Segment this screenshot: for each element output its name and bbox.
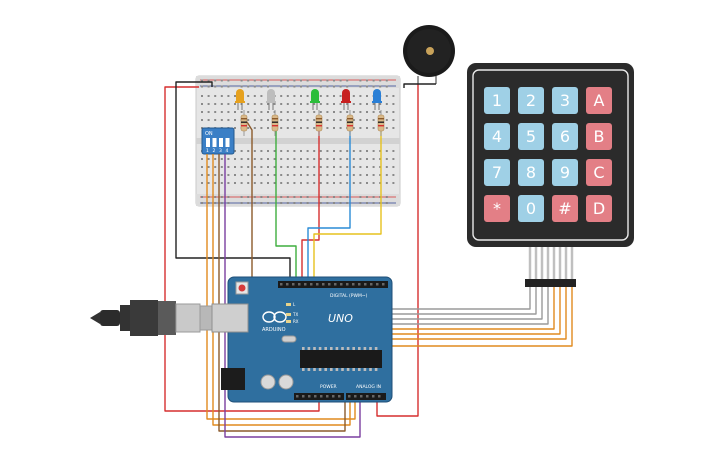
arduino-model-text: UNO bbox=[328, 312, 353, 325]
keypad-key-#[interactable]: # bbox=[552, 195, 578, 222]
power-jack bbox=[221, 368, 245, 390]
led-row bbox=[235, 89, 385, 136]
keypad-key-label: A bbox=[594, 91, 605, 110]
keypad-key-label: 6 bbox=[560, 127, 570, 146]
keypad-key-1[interactable]: 1 bbox=[484, 87, 510, 114]
led-red-icon[interactable] bbox=[341, 89, 351, 110]
arduino-logo: ARDUINO bbox=[262, 311, 287, 333]
breadboard[interactable] bbox=[195, 75, 401, 207]
atmega-chip bbox=[300, 350, 382, 368]
keypad-key-label: * bbox=[493, 199, 501, 218]
arduino-uno[interactable]: DIGITAL (PWM~) ARDUINO UNO TX RX L POWER… bbox=[211, 276, 393, 403]
keypad-key-0[interactable]: 0 bbox=[518, 195, 544, 222]
dip-lever[interactable] bbox=[206, 138, 210, 147]
keypad-key-*[interactable]: * bbox=[484, 195, 510, 222]
keypad-key-8[interactable]: 8 bbox=[518, 159, 544, 186]
keypad-key-label: 9 bbox=[560, 163, 570, 182]
dip-lever[interactable] bbox=[212, 138, 217, 147]
keypad-key-A[interactable]: A bbox=[586, 87, 612, 114]
dip-lever[interactable] bbox=[219, 138, 223, 147]
resistor-icon bbox=[377, 110, 385, 136]
keypad-key-label: 4 bbox=[492, 127, 502, 146]
keypad-key-2[interactable]: 2 bbox=[518, 87, 544, 114]
analog-label: ANALOG IN bbox=[356, 384, 381, 390]
keypad-key-6[interactable]: 6 bbox=[552, 123, 578, 150]
buzzer-hole-icon bbox=[426, 47, 434, 55]
resistor-icon bbox=[315, 110, 323, 136]
dip-number: 1 bbox=[206, 148, 209, 154]
rx-label: RX bbox=[293, 319, 299, 324]
keypad-key-label: 5 bbox=[526, 127, 536, 146]
dip-lever[interactable] bbox=[225, 138, 230, 147]
keypad-key-label: 3 bbox=[560, 91, 570, 110]
led-blue-icon[interactable] bbox=[372, 89, 382, 110]
keypad-key-C[interactable]: C bbox=[586, 159, 612, 186]
keypad[interactable]: 1 2 3 A 4 5 6 B 7 8 9 C * 0 # D bbox=[467, 63, 634, 287]
dip-switch-on-label: ON bbox=[205, 131, 213, 137]
keypad-key-label: B bbox=[594, 127, 605, 146]
keypad-key-9[interactable]: 9 bbox=[552, 159, 578, 186]
dip-number: 2 bbox=[213, 148, 216, 154]
digital-label: DIGITAL (PWM~) bbox=[330, 293, 368, 299]
keypad-key-label: D bbox=[593, 199, 605, 218]
keypad-key-label: # bbox=[558, 199, 571, 218]
l-label: L bbox=[293, 302, 296, 307]
digital-header bbox=[278, 281, 388, 288]
keypad-key-4[interactable]: 4 bbox=[484, 123, 510, 150]
resistor-icon bbox=[271, 110, 279, 136]
buzzer[interactable] bbox=[403, 25, 455, 84]
tx-label: TX bbox=[292, 312, 298, 317]
keypad-key-label: C bbox=[593, 163, 604, 182]
dip-number: 3 bbox=[219, 148, 222, 154]
keypad-key-label: 2 bbox=[526, 91, 536, 110]
keypad-key-D[interactable]: D bbox=[586, 195, 612, 222]
led-white-icon[interactable] bbox=[266, 89, 276, 110]
keypad-key-3[interactable]: 3 bbox=[552, 87, 578, 114]
keypad-key-label: 7 bbox=[492, 163, 502, 182]
led-yellow-icon[interactable] bbox=[235, 89, 245, 110]
keypad-key-B[interactable]: B bbox=[586, 123, 612, 150]
usb-port bbox=[211, 303, 249, 333]
keypad-key-5[interactable]: 5 bbox=[518, 123, 544, 150]
led-green-icon[interactable] bbox=[310, 89, 320, 110]
keypad-key-label: 8 bbox=[526, 163, 536, 182]
usb-cable bbox=[90, 300, 231, 336]
keypad-key-label: 1 bbox=[492, 91, 502, 110]
dip-number: 4 bbox=[226, 148, 229, 154]
power-header bbox=[294, 393, 344, 400]
keypad-key-label: 0 bbox=[526, 199, 536, 218]
arduino-logo-text: ARDUINO bbox=[262, 327, 286, 333]
keypad-header bbox=[525, 279, 576, 287]
resistor-icon bbox=[346, 110, 354, 136]
keypad-key-7[interactable]: 7 bbox=[484, 159, 510, 186]
power-label: POWER bbox=[320, 384, 337, 390]
resistor-icon bbox=[240, 110, 248, 136]
